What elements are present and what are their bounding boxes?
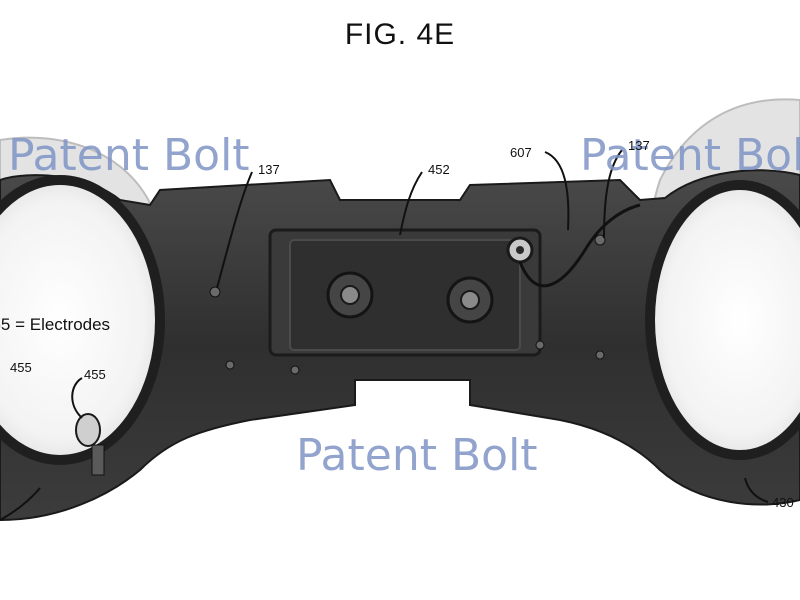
ref-137-left: 137 <box>258 162 280 177</box>
electrodes-note: 455 = Electrodes <box>0 315 111 334</box>
ref-455-mid: 455 <box>84 367 106 382</box>
electrode <box>75 413 101 447</box>
leader-607 <box>544 151 570 231</box>
right-lens <box>645 180 800 460</box>
wire <box>518 203 641 288</box>
ref-455-left: 455 <box>10 360 32 375</box>
leader-137-right <box>603 149 623 239</box>
ref-607: 607 <box>510 145 532 160</box>
figure-title: FIG. 4E <box>344 18 456 51</box>
ref-452: 452 <box>428 162 450 177</box>
ref-430: 430 <box>772 495 794 510</box>
left-lens <box>0 175 165 465</box>
leader-452 <box>399 171 423 236</box>
leader-455-mid <box>71 377 83 419</box>
watermark-bottom: Patent Bolt <box>296 430 538 481</box>
center-module-inner <box>289 239 521 351</box>
watermark-top-right: Patent Bolt <box>580 130 800 181</box>
leader-137-left <box>216 171 253 289</box>
leader-430-left <box>0 487 41 521</box>
ref-137-right: 137 <box>628 138 650 153</box>
watermark-top-left: Patent Bolt <box>8 130 250 181</box>
leader-430 <box>744 477 769 503</box>
